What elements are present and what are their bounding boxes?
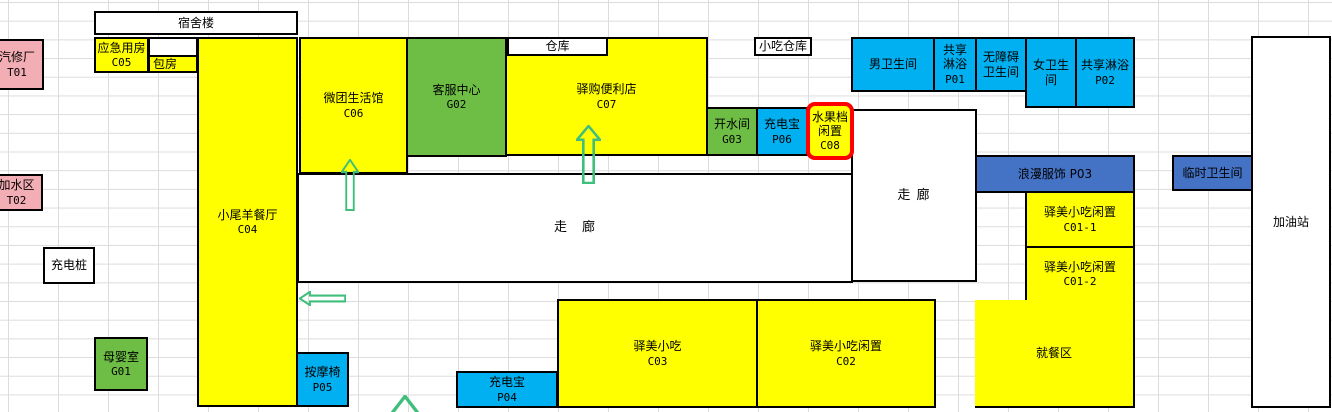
room-g03-hot-water[interactable]: 开水间 G03: [706, 107, 758, 156]
room-dining-area[interactable]: 就餐区: [975, 300, 1135, 408]
room-p02-shared-shower[interactable]: 共享淋浴 P02: [1075, 37, 1135, 108]
room-c01-1-snack-vacant[interactable]: 驿美小吃闲置 C01-1: [1025, 191, 1135, 248]
room-dormitory[interactable]: 宿舍楼: [94, 11, 298, 35]
room-womens-toilet[interactable]: 女卫生 间: [1025, 37, 1077, 108]
room-charging-pile[interactable]: 充电桩: [43, 247, 95, 284]
up-arrow-icon: [341, 159, 359, 211]
room-c06-life-hall[interactable]: 微团生活馆 C06: [299, 37, 408, 174]
up-arrow-icon: [576, 125, 601, 184]
room-c07-convenience-store[interactable]: 驿购便利店 C07: [505, 37, 708, 156]
room-snack-warehouse[interactable]: 小吃仓库: [754, 37, 812, 56]
room-p03-romantic-apparel[interactable]: 浪漫服饰 P03: [975, 155, 1135, 193]
corridor-main: 走 廊: [297, 173, 853, 283]
room-private-room[interactable]: 包房: [148, 55, 198, 73]
room-t02-water-refill[interactable]: 加水区 T02: [0, 174, 43, 211]
room-gas-station[interactable]: 加油站: [1251, 36, 1331, 408]
room-c03-snack[interactable]: 驿美小吃 C03: [557, 299, 758, 408]
room-p04-power-bank[interactable]: 充电宝 P04: [456, 371, 558, 408]
room-g01-nursery[interactable]: 母婴室 G01: [94, 337, 148, 391]
room-c01-2-snack-vacant[interactable]: 驿美小吃闲置 C01-2: [1025, 246, 1135, 302]
room-p05-massage-chair[interactable]: 按摩椅 P05: [296, 352, 349, 407]
room-p01-shared-shower[interactable]: 共享 淋浴 P01: [933, 37, 977, 92]
dorm-annex-cell: [148, 37, 198, 57]
corridor-east: 走 廊: [851, 109, 977, 282]
room-accessible-toilet[interactable]: 无障碍 卫生间: [975, 37, 1027, 92]
room-g02-service-center[interactable]: 客服中心 G02: [406, 37, 507, 157]
room-temp-toilet[interactable]: 临时卫生间: [1172, 155, 1253, 191]
room-c04-restaurant[interactable]: 小尾羊餐厅 C04: [197, 37, 298, 407]
left-arrow-icon: [299, 291, 346, 306]
room-t01-auto-repair[interactable]: 汽修厂 T01: [0, 39, 44, 90]
room-c02-snack-vacant[interactable]: 驿美小吃闲置 C02: [756, 299, 936, 408]
room-mens-toilet[interactable]: 男卫生间: [851, 37, 935, 92]
room-warehouse[interactable]: 仓库: [507, 37, 608, 56]
room-c05-emergency[interactable]: 应急用房 C05: [94, 37, 149, 73]
up-arrow-icon: [390, 395, 420, 412]
room-p06-power-bank[interactable]: 充电宝 P06: [756, 107, 808, 156]
room-c08-fruit-stall-highlighted[interactable]: 水果档 闲置 C08: [806, 102, 854, 160]
